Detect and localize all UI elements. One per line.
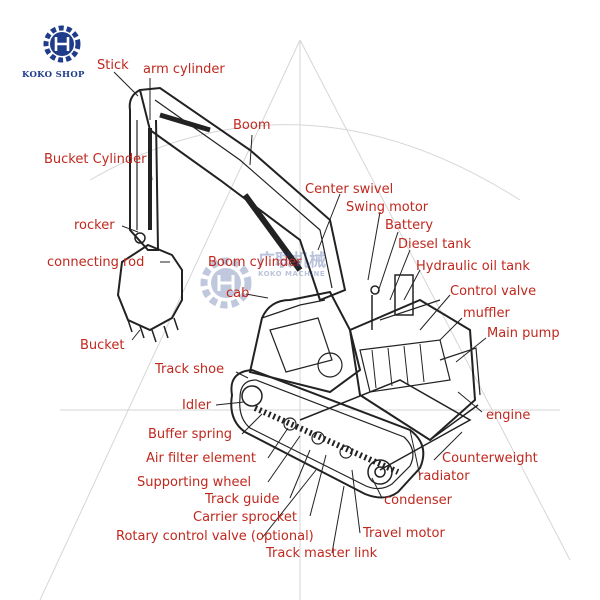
brand-logo-icon — [43, 25, 81, 63]
label-connecting-rod: connecting rod — [47, 255, 145, 270]
label-engine: engine — [486, 408, 531, 423]
watermark-logo-icon — [200, 257, 252, 309]
leader-lines — [113, 71, 487, 554]
label-arm-cylinder: arm cylinder — [143, 62, 225, 77]
label-bucket-cylinder: Bucket Cylinder — [44, 152, 147, 167]
label-boom-cylinder: Boom cylinder — [208, 255, 302, 270]
label-control-valve: Control valve — [450, 284, 537, 299]
label-track-guide: Track guide — [205, 492, 280, 507]
label-condenser: condenser — [384, 493, 452, 508]
boom-arm-bucket-drawing — [116, 86, 347, 343]
label-buffer-spring: Buffer spring — [148, 427, 233, 442]
label-travel-motor: Travel motor — [363, 526, 445, 541]
label-radiator: radiator — [418, 469, 470, 484]
label-rotary-control-valve: Rotary control valve (optional) — [116, 529, 314, 544]
label-counterweight: Counterweight — [442, 451, 538, 466]
label-rocker: rocker — [74, 218, 115, 233]
label-muffler: muffler — [463, 306, 510, 321]
label-cab: cab — [226, 286, 250, 301]
label-supporting-wheel: Supporting wheel — [137, 475, 252, 490]
label-track-master-link: Track master link — [266, 546, 378, 561]
label-battery: Battery — [385, 218, 434, 233]
undercarriage-drawing — [230, 368, 472, 499]
label-track-shoe: Track shoe — [155, 362, 225, 377]
label-carrier-sprocket: Carrier sprocket — [193, 510, 297, 525]
label-idler: Idler — [182, 398, 212, 413]
brand-name: KOKO SHOP — [22, 70, 85, 80]
label-air-filter-element: Air filter element — [146, 451, 256, 466]
house-drawing — [248, 274, 481, 442]
label-center-swivel: Center swivel — [305, 182, 394, 197]
label-swing-motor: Swing motor — [346, 200, 429, 215]
label-boom: Boom — [233, 118, 271, 133]
watermark-chinese-text: 广联机械 — [258, 251, 326, 271]
label-diesel-tank: Diesel tank — [398, 237, 471, 252]
watermark-english-text: KOKO MACHINE — [258, 270, 326, 278]
label-stick: Stick — [97, 58, 129, 73]
label-bucket: Bucket — [80, 338, 125, 353]
label-hydraulic-oil-tank: Hydraulic oil tank — [416, 259, 530, 274]
label-main-pump: Main pump — [487, 326, 560, 341]
